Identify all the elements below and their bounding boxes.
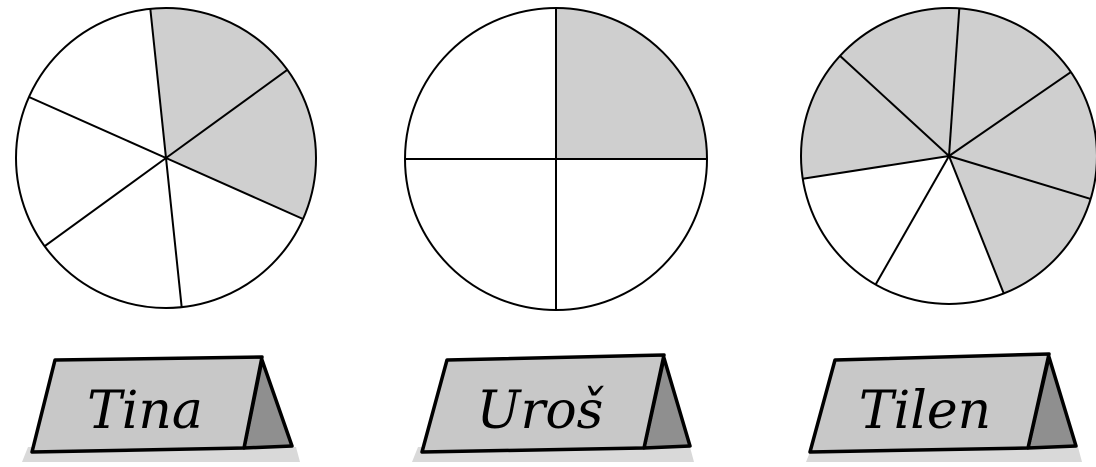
unshaded-sector <box>556 159 707 310</box>
tina-name-tent: Tina <box>22 357 300 462</box>
unshaded-sector <box>405 159 556 310</box>
uros-name-label: Uroš <box>477 381 605 441</box>
uros-fraction-circle <box>405 8 707 310</box>
tilen-fraction-circle <box>801 8 1096 304</box>
uros-name-tent: Uroš <box>412 355 694 462</box>
tilen-name-label: Tilen <box>859 381 991 441</box>
tina-name-label: Tina <box>87 381 203 441</box>
tilen-name-tent: Tilen <box>806 354 1082 462</box>
tina-fraction-circle <box>16 8 316 308</box>
unshaded-sector <box>405 8 556 159</box>
shaded-sector <box>556 8 707 159</box>
